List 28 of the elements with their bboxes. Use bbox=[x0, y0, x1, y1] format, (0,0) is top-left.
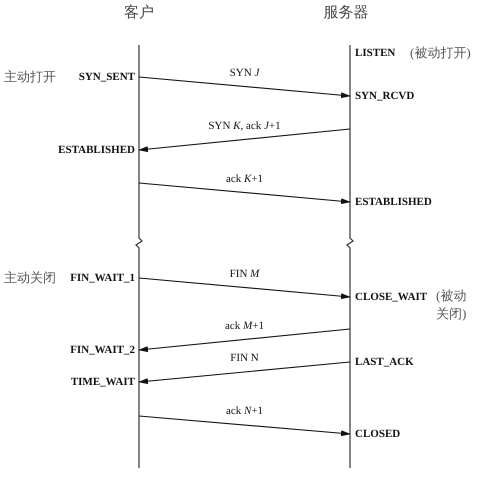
state-label: SYN_SENT bbox=[78, 70, 139, 84]
edge-label: ack M+1 bbox=[223, 320, 266, 332]
state-label: FIN_WAIT_1 bbox=[70, 271, 139, 285]
state-label: ESTABLISHED bbox=[350, 195, 432, 209]
state-note: 主动关闭 bbox=[4, 269, 56, 287]
edge-label: SYN K, ack J+1 bbox=[206, 120, 283, 132]
state-label: CLOSE_WAIT bbox=[350, 290, 428, 304]
edge-label: ack K+1 bbox=[224, 172, 266, 186]
state-label: ESTABLISHED bbox=[58, 143, 139, 157]
message-arrow bbox=[138, 328, 350, 352]
state-label: TIME_WAIT bbox=[70, 375, 139, 389]
message-arrow bbox=[138, 415, 351, 436]
state-note: (被动关闭) bbox=[436, 287, 468, 323]
state-label: SYN_RCVD bbox=[350, 89, 414, 103]
message-arrow bbox=[138, 277, 351, 300]
message-arrow bbox=[138, 361, 350, 384]
column-heading: 客户 bbox=[124, 3, 154, 23]
state-note: (被动打开) bbox=[410, 44, 471, 62]
state-label: LISTEN bbox=[350, 46, 396, 60]
column-heading: 服务器 bbox=[324, 4, 368, 23]
state-label: CLOSED bbox=[350, 427, 400, 441]
message-arrow bbox=[138, 182, 351, 204]
message-arrow bbox=[138, 128, 350, 152]
message-arrow bbox=[138, 76, 351, 98]
state-note: 主动打开 bbox=[4, 68, 56, 86]
state-label: LAST_ACK bbox=[350, 355, 414, 369]
state-label: FIN_WAIT_2 bbox=[70, 343, 139, 357]
edge-label: SYN J bbox=[228, 66, 262, 80]
